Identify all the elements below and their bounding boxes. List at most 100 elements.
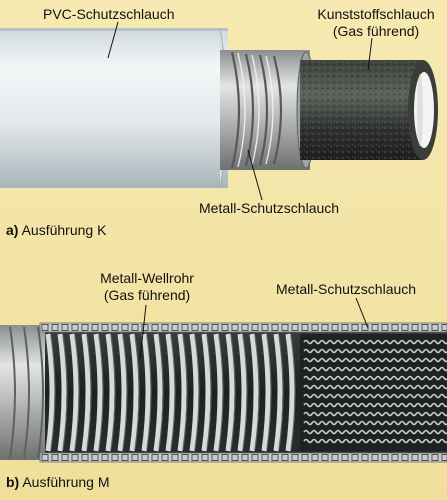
braid-link [101, 454, 109, 461]
braid-link [121, 324, 129, 331]
braid-link [371, 324, 379, 331]
braid-link [341, 454, 349, 461]
braid-link [391, 324, 399, 331]
caption-a: a) Ausführung K [6, 222, 106, 238]
wellrohr-rib-shadow [206, 335, 212, 450]
braid-link [311, 454, 319, 461]
wellrohr-rib-shadow [194, 335, 200, 450]
caption-a-letter: a) [6, 222, 19, 238]
braid-link [381, 324, 389, 331]
wellrohr-rib [273, 333, 283, 452]
wellrohr-rib [69, 333, 79, 452]
inner-wave [303, 411, 447, 417]
wellrohr-rib-shadow [50, 335, 56, 450]
braid-link [51, 324, 59, 331]
braid-link [231, 454, 239, 461]
braid-link [321, 454, 329, 461]
braid-link [151, 454, 159, 461]
braid-link [41, 324, 49, 331]
label-metall-wellrohr: Metall-Wellrohr (Gas führend) [78, 270, 216, 304]
braid-link [71, 324, 79, 331]
braid-link [261, 324, 269, 331]
braid-link [131, 454, 139, 461]
wellrohr-rib [249, 333, 259, 452]
wellrohr-rib-shadow [86, 335, 92, 450]
wellrohr-rib-shadow [134, 335, 140, 450]
label-kunststoffschlauch-line1: Kunststoffschlauch [317, 6, 435, 22]
wellrohr-rib-shadow [290, 335, 296, 450]
inner-wave [303, 393, 447, 399]
braid-link [191, 454, 199, 461]
wellrohr-rib-shadow [182, 335, 188, 450]
wellrohr-rib-shadow [122, 335, 128, 450]
braid-link [111, 454, 119, 461]
wellrohr-rib [153, 333, 163, 452]
braid-link [331, 454, 339, 461]
braid-link [271, 454, 279, 461]
label-metall-schutzschlauch-b: Metall-Schutzschlauch [276, 281, 417, 297]
braid-link [61, 324, 69, 331]
braid-link [131, 324, 139, 331]
braid-link [241, 324, 249, 331]
wellrohr-rib [105, 333, 115, 452]
braid-link [171, 324, 179, 331]
braid-link [231, 324, 239, 331]
wellrohr-rib-shadow [242, 335, 248, 450]
braid-link [351, 324, 359, 331]
braid-link [221, 324, 229, 331]
caption-a-text: Ausführung K [21, 222, 107, 238]
caption-b-text: Ausführung M [22, 474, 110, 490]
caption-b: b) Ausführung M [6, 474, 110, 490]
braid-link [61, 454, 69, 461]
inner-wave [303, 357, 447, 363]
braid-link [341, 324, 349, 331]
braid-link [101, 324, 109, 331]
braid-link [301, 324, 309, 331]
braid-link [71, 454, 79, 461]
braid-link [51, 454, 59, 461]
braid-link [141, 454, 149, 461]
wellrohr-rib-shadow [62, 335, 68, 450]
wellrohr-rib [213, 333, 223, 452]
braid-link [111, 324, 119, 331]
braid-link [361, 454, 369, 461]
inner-wave [303, 438, 447, 444]
braid-link [401, 454, 409, 461]
wellrohr-rib [237, 333, 247, 452]
label-pvc-schutzschlauch: PVC-Schutzschlauch [43, 6, 175, 22]
wellrohr-rib [129, 333, 139, 452]
wellrohr-rib [177, 333, 187, 452]
braid-link [351, 454, 359, 461]
braid-link [241, 454, 249, 461]
braid-link [331, 324, 339, 331]
wellrohr-rib [57, 333, 67, 452]
inner-wave [303, 366, 447, 372]
label-kunststoffschlauch: Kunststoffschlauch (Gas führend) [306, 6, 446, 40]
braid-link [321, 324, 329, 331]
braid-link [121, 454, 129, 461]
caption-b-letter: b) [6, 474, 20, 490]
wellrohr-rib [261, 333, 271, 452]
braid-link [251, 324, 259, 331]
wellrohr-rib-shadow [254, 335, 260, 450]
wellrohr-rib [45, 333, 55, 452]
wellrohr-rib-shadow [218, 335, 224, 450]
braid-link [411, 454, 419, 461]
wellrohr-rib [285, 333, 295, 452]
inner-wave [303, 348, 447, 354]
wellrohr-rib-shadow [74, 335, 80, 450]
wellrohr-rib [189, 333, 199, 452]
wellrohr-rib-shadow [266, 335, 272, 450]
braid-link [201, 454, 209, 461]
braid-link [161, 454, 169, 461]
wellrohr-rib [117, 333, 127, 452]
braid-link [211, 454, 219, 461]
braid-link [171, 454, 179, 461]
wellrohr-rib [165, 333, 175, 452]
braid-link [291, 324, 299, 331]
wellrohr-rib-shadow [170, 335, 176, 450]
wellrohr-rib-shadow [110, 335, 116, 450]
inner-wave [303, 375, 447, 381]
braid-link [181, 324, 189, 331]
